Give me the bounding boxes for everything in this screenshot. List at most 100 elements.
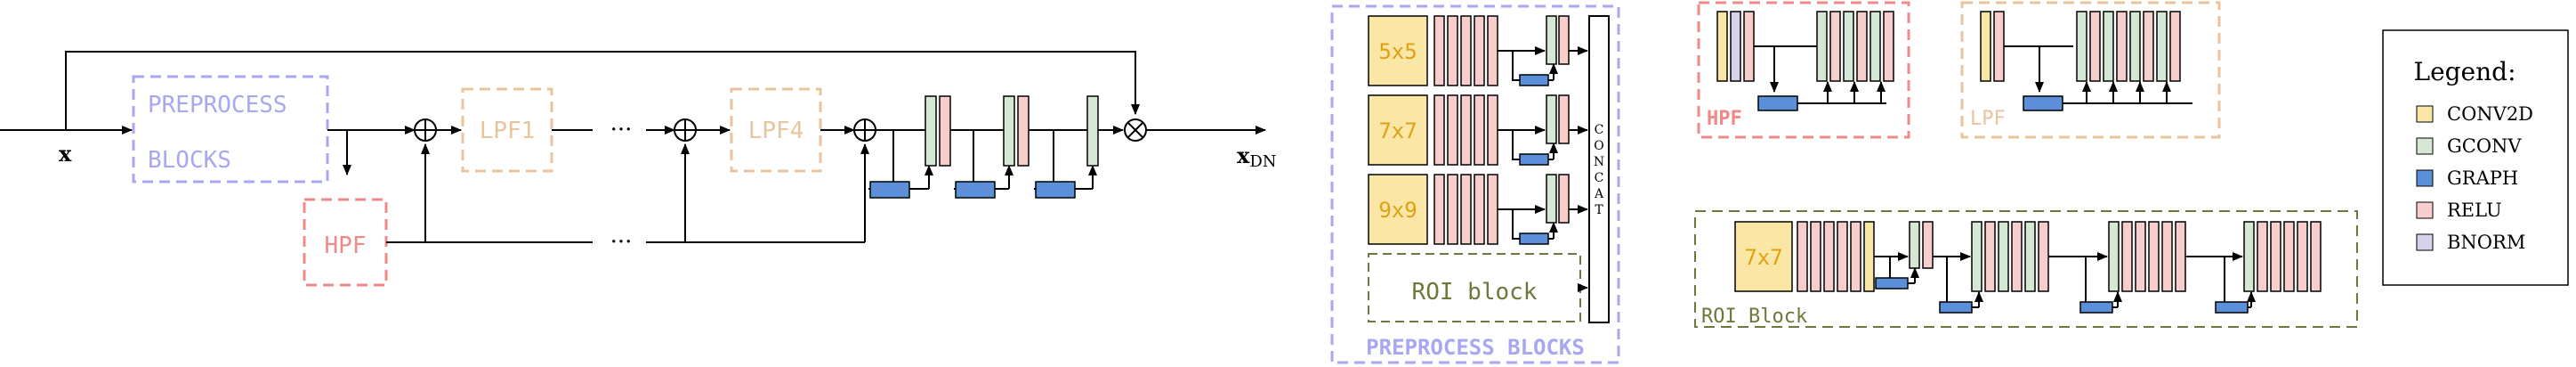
final-graph-3 [1035,181,1076,199]
roi-relu-5 [1850,221,1861,292]
roi-relu-3 [1823,221,1835,292]
main-pipeline: x PREPROCESS BLOCKS HPF ··· LPF1 ··· [0,51,1277,287]
roi-relu-9 [2038,221,2049,292]
concat-block [1588,15,1610,323]
r3-relu-5 [1487,174,1498,245]
svg-text:C: C [1595,171,1604,185]
roi-relu-4 [1837,221,1848,292]
roi-relu-12 [2148,221,2160,292]
lpf-graph [2023,95,2063,111]
r2-relu-5 [1487,94,1498,166]
roi-kernel-label: 7x7 [1744,245,1782,270]
roi-graph-branch-2 [1940,257,1948,308]
final-graph-branch-3 [1034,130,1054,190]
roi-relu-11 [2135,221,2146,292]
hpf-gconv-1 [1816,11,1828,82]
preprocess-label-line1: PREPROCESS [148,92,287,118]
hpf-gconv-3 [1869,11,1881,82]
roi-relu-1 [1797,221,1808,292]
legend-label-gconv: GCONV [2447,135,2522,157]
lpf-gconv-4 [2156,11,2168,82]
kernel-5x5-conv [1368,15,1428,86]
roi-graph-2 [1939,301,1973,314]
lpf-relu-3 [2116,11,2128,82]
output-label: xDN [1237,143,1277,171]
preprocess-detail-box [1330,4,1620,364]
lpf-relu-2 [2089,11,2101,82]
r3-relu-1 [1433,174,1445,245]
r2-gconv [1546,94,1557,144]
legend-label-relu: RELU [2447,200,2502,221]
lpf-conv [1980,11,1991,82]
r1-relu-3 [1460,15,1472,86]
roi-gconv-4 [2024,221,2036,292]
final-relu-2 [1017,95,1030,167]
lpf-gconv-1 [2076,11,2087,82]
legend-item-conv2d: CONV2D [2416,103,2533,125]
roi-conv-2 [1863,221,1875,292]
hpf-conv [1716,11,1728,82]
legend: Legend: CONV2D GCONV GRAPH RELU BNORM [2382,29,2569,286]
svg-text:O: O [1594,139,1603,153]
kernel-row-1: 5x5 [1368,15,1588,86]
svg-text:T: T [1595,203,1603,217]
roi-gconv-3 [1998,221,2009,292]
final-gconv-2 [1003,95,1015,167]
roi-graph-branch-3 [2080,257,2087,308]
roi-relu-10 [2121,221,2133,292]
kernel-7x7-label: 7x7 [1378,118,1417,143]
r3-relu-6 [1558,174,1570,224]
r1-relu-6 [1558,15,1570,65]
hpf-relu-4 [1883,11,1894,82]
svg-text:C: C [1595,123,1604,137]
roi-detail: 7x7 [1694,210,2358,328]
hpf-relu-3 [1856,11,1868,82]
r3-relu-2 [1447,174,1458,245]
roi-relu-16 [2270,221,2281,292]
concat-label: C O N C A T [1594,123,1604,217]
legend-item-bnorm: BNORM [2416,232,2525,253]
r1-graph-branch [1512,51,1520,81]
roi-block-inner-label: ROI block [1412,279,1538,306]
preprocess-detail-title: PREPROCESS BLOCKS [1366,335,1585,360]
kernel-row-3: 9x9 [1368,174,1588,245]
r2-graph [1519,153,1549,166]
legend-swatch-graph [2416,169,2434,187]
legend-item-gconv: GCONV [2416,135,2522,157]
hpf-relu [1743,11,1755,82]
lpf1-box [461,87,553,173]
r2-relu-4 [1474,94,1485,166]
r1-relu-1 [1433,15,1445,86]
r2-relu-6 [1558,94,1570,144]
legend-label-bnorm: BNORM [2447,232,2525,253]
sum-node-1 [414,118,437,142]
roi-graph-3 [2079,301,2113,314]
final-relu-1 [939,95,951,167]
input-label: x [59,141,72,167]
r3-graph-branch [1512,209,1520,240]
final-gconv-1 [925,95,937,167]
r1-gconv [1546,15,1557,65]
lpf-detail: LPF [1960,1,2221,139]
roi-relu-13 [2161,221,2173,292]
r1-relu-2 [1447,15,1458,86]
svg-text:N: N [1594,155,1604,169]
roi-graph-1 [1875,277,1909,290]
svg-text:A: A [1594,187,1604,201]
lpf4-box [730,87,822,173]
legend-swatch-bnorm [2416,233,2434,251]
lpf-relu [1993,11,2005,82]
roi-gconv-5 [2108,221,2120,292]
legend-label-conv2d: CONV2D [2447,103,2533,125]
lpf-gconv-2 [2103,11,2114,82]
legend-swatch-gconv [2416,137,2434,155]
hpf-detail-box [1697,1,1910,139]
lpf-gconv-3 [2129,11,2141,82]
legend-swatch-conv2d [2416,105,2434,123]
roi-relu-6 [1922,221,1934,269]
ellipsis-top: ··· [610,117,633,143]
roi-detail-title: ROI Block [1701,306,1807,328]
lpf-detail-box [1960,1,2221,139]
hpf-graph [1757,95,1798,111]
